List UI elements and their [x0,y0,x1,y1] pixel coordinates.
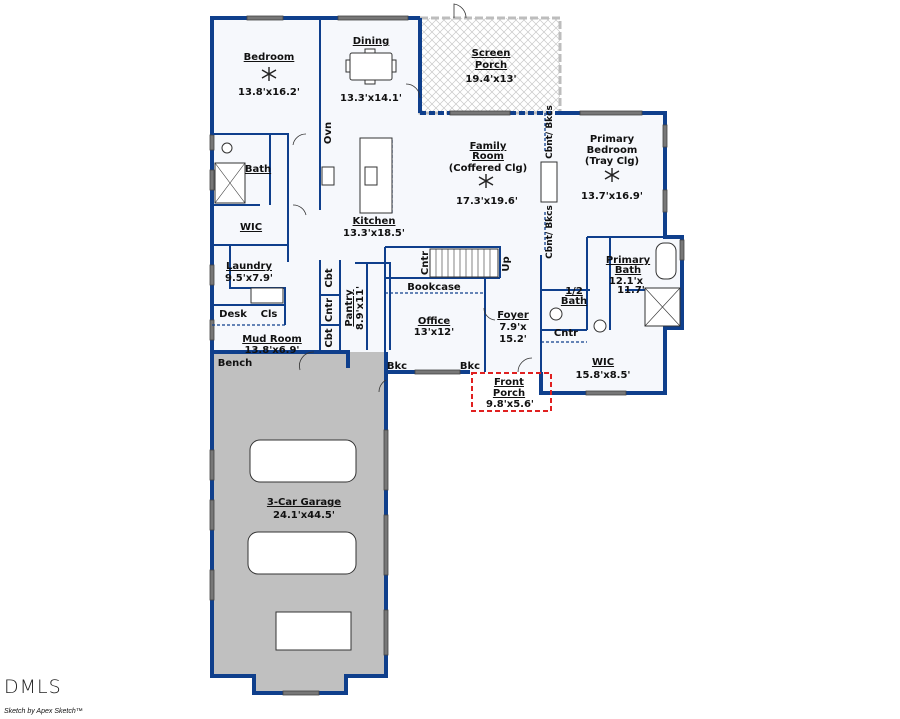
car-icon [247,439,357,651]
foyer-dims-2: 15.2' [499,334,527,345]
fireplace-icon [540,161,558,203]
front-porch-dims: 9.8'x5.6' [486,399,534,410]
family-room-note: (Coffered Clg) [449,163,528,174]
room-labels: Bedroom 13.8'x16.2' Dining 13.3'x14.1' S… [218,36,651,521]
primary-bath-dims-2: 11.7' [617,285,645,296]
office-dims: 13'x12' [414,327,454,338]
foyer-dims: 7.9'x [499,322,527,333]
desk-label: Desk [219,309,247,320]
bkc-label: Bkc [387,361,407,372]
primary-bedroom-dims: 13.7'x16.9' [581,191,643,202]
house-floor [212,18,682,393]
pantry-dims: 8.9'x11' [355,286,366,330]
mud-room-name: Mud Room [242,334,302,345]
screen-porch-name: Screen [472,48,511,59]
laundry-dims: 9.5'x7.9' [225,273,273,284]
screen-porch-name2: Porch [475,60,507,71]
bench-label: Bench [218,358,253,369]
windows [209,15,685,696]
foyer-name: Foyer [497,310,529,321]
primary-bath-name: Primary [606,255,651,266]
kitchen-dims: 13.3'x18.5' [343,228,405,239]
cntr-label-bath: Cntr [554,328,578,339]
wic-name: WIC [240,222,262,233]
primary-bedroom-name2: Bedroom [587,145,638,156]
bedroom-name: Bedroom [244,52,295,63]
stair-cntr-label: Cntr [420,251,431,275]
primary-bath-name2: Bath [615,265,641,276]
bedroom-dims: 13.8'x16.2' [238,87,300,98]
pantry-name: Pantry [344,289,355,327]
front-porch-name2: Porch [493,388,525,399]
front-porch-outline [471,372,552,412]
washer-dryer-icon [250,287,284,304]
toilet-icon [221,142,233,154]
office-name: Office [418,316,451,327]
ceiling-fan-icon [261,67,620,188]
cbt-label-2: Cbt [324,328,335,347]
cls-label: Cls [261,309,278,320]
screen-porch-dims: 19.4'x13' [465,74,516,85]
front-porch-name: Front [494,377,524,388]
primary-bedroom-note: (Tray Clg) [585,156,639,167]
dashed-lines [212,113,587,353]
doors [292,3,533,393]
dining-dims: 13.3'x14.1' [340,93,402,104]
half-bath-name2: Bath [561,296,587,307]
garage-floor [212,352,386,693]
primary-bedroom-name: Primary [590,134,635,145]
garage-name: 3-Car Garage [267,497,341,508]
wic-primary-name: WIC [592,357,614,368]
sketch-credit: Sketch by Apex Sketch™ [4,708,83,715]
stairs-icon [429,248,499,278]
cntr-label: Cntr [324,298,335,322]
garage-dims: 24.1'x44.5' [273,510,335,521]
bookcase-label: Bookcase [407,282,461,293]
sink-icon [364,166,378,186]
mud-room-dims: 13.8'x6.9' [245,345,300,356]
bathtub-icon [655,242,677,280]
family-room-name2: Room [472,151,504,162]
family-room-dims: 17.3'x19.6' [456,196,518,207]
ovn-label: Ovn [323,122,334,144]
shower-drain-icon [214,162,246,204]
dining-table-icon [345,48,397,85]
stairs-up-label: Up [501,256,512,271]
bkc-label-2: Bkc [460,361,480,372]
cooktop-icon [321,166,335,186]
family-room-name: Family [470,141,507,152]
bath-name: Bath [245,164,271,175]
cbnt-bkcs-label: Cbnt/ Bkcs [545,105,555,159]
mls-logo: DMLS [4,676,62,698]
wic-primary-dims: 15.8'x8.5' [576,370,631,381]
half-bath-name: 1/2 [565,286,583,297]
kitchen-name: Kitchen [353,216,396,227]
cbnt-bkcs-label-2: Cbnt/ Bkcs [545,205,555,259]
half-bath-toilet-icon [549,307,563,321]
dining-name: Dining [353,36,390,47]
primary-bath-dims: 12.1'x [609,276,644,287]
primary-shower-drain-icon [644,287,681,327]
cbt-label: Cbt [324,268,335,287]
primary-toilet-icon [593,319,607,333]
laundry-name: Laundry [226,261,272,272]
